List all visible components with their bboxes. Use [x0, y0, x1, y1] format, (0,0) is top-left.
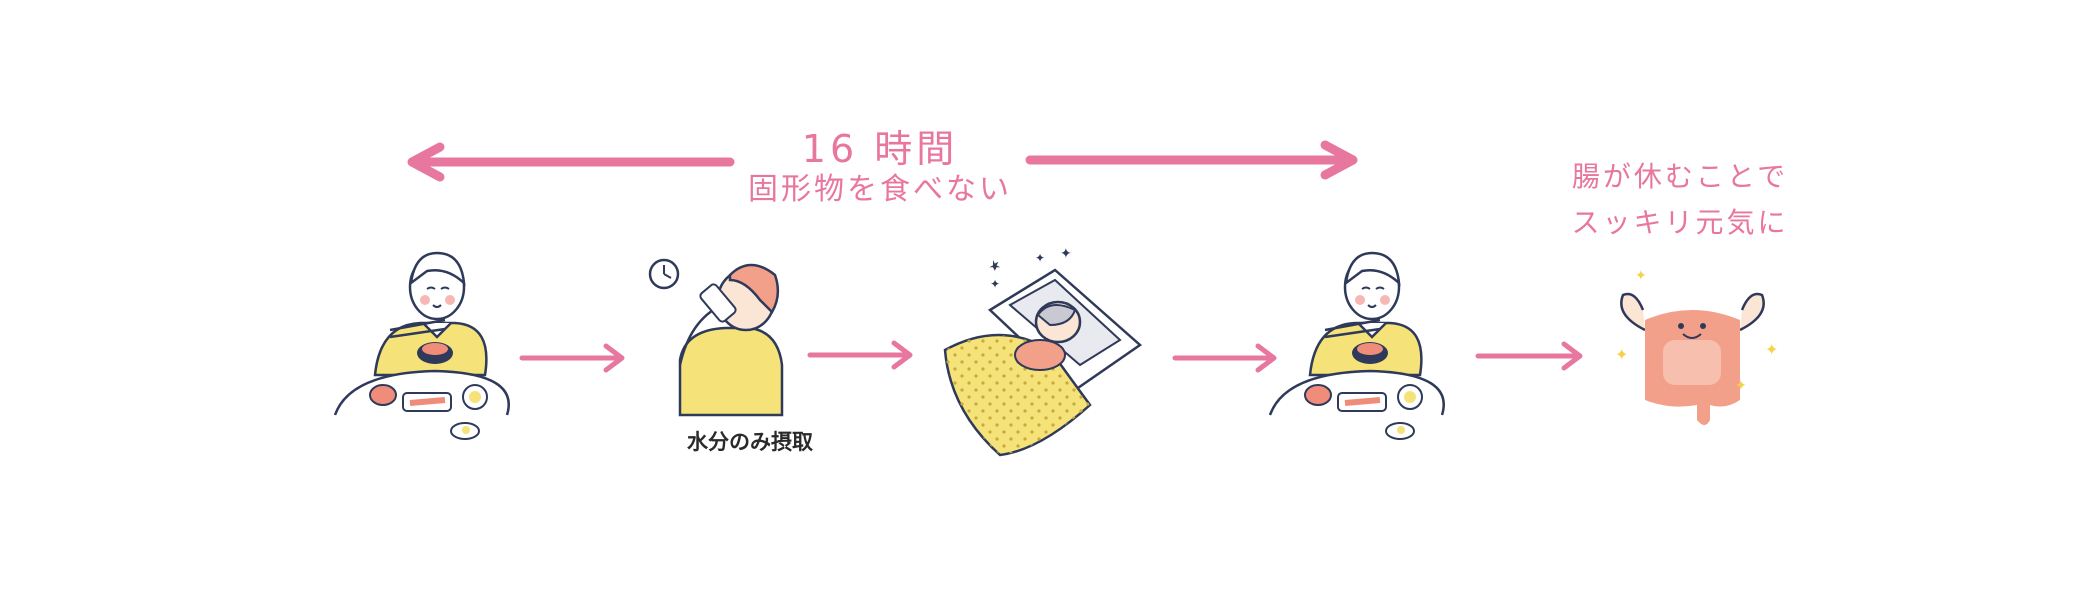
- drinking-water-icon: [678, 263, 784, 417]
- svg-text:✦: ✦: [1615, 345, 1628, 364]
- svg-text:✦: ✦: [1765, 340, 1778, 359]
- sleeping-person-icon: ✦ ✦ ✦: [943, 246, 1143, 457]
- eating-woman-icon: [333, 251, 510, 440]
- eating-woman-icon: [1268, 251, 1445, 440]
- result-line-2: スッキリ元気に: [1571, 206, 1789, 239]
- clock-icon: [648, 258, 680, 290]
- intestine-character-icon: ✦ ✦ ✦ ✦: [1615, 268, 1778, 425]
- fasting-rule: 固形物を食べない: [748, 172, 1012, 207]
- step-caption-drinking: 水分のみ摂取: [687, 430, 813, 454]
- svg-text:✦: ✦: [1060, 246, 1072, 262]
- double-arrow-icon: [407, 140, 1358, 182]
- fasting-duration: 16 時間: [801, 127, 959, 171]
- result-line-1: 腸が休むことで: [1571, 160, 1789, 193]
- arrow-right-icon: [807, 340, 913, 370]
- svg-text:✦: ✦: [1735, 378, 1747, 394]
- arrow-right-icon: [1172, 343, 1277, 373]
- arrow-right-icon: [1475, 341, 1583, 371]
- svg-text:✦: ✦: [1635, 268, 1647, 284]
- svg-text:✦: ✦: [1035, 251, 1045, 265]
- arrow-right-icon: [519, 343, 625, 373]
- svg-text:✦: ✦: [990, 277, 1000, 291]
